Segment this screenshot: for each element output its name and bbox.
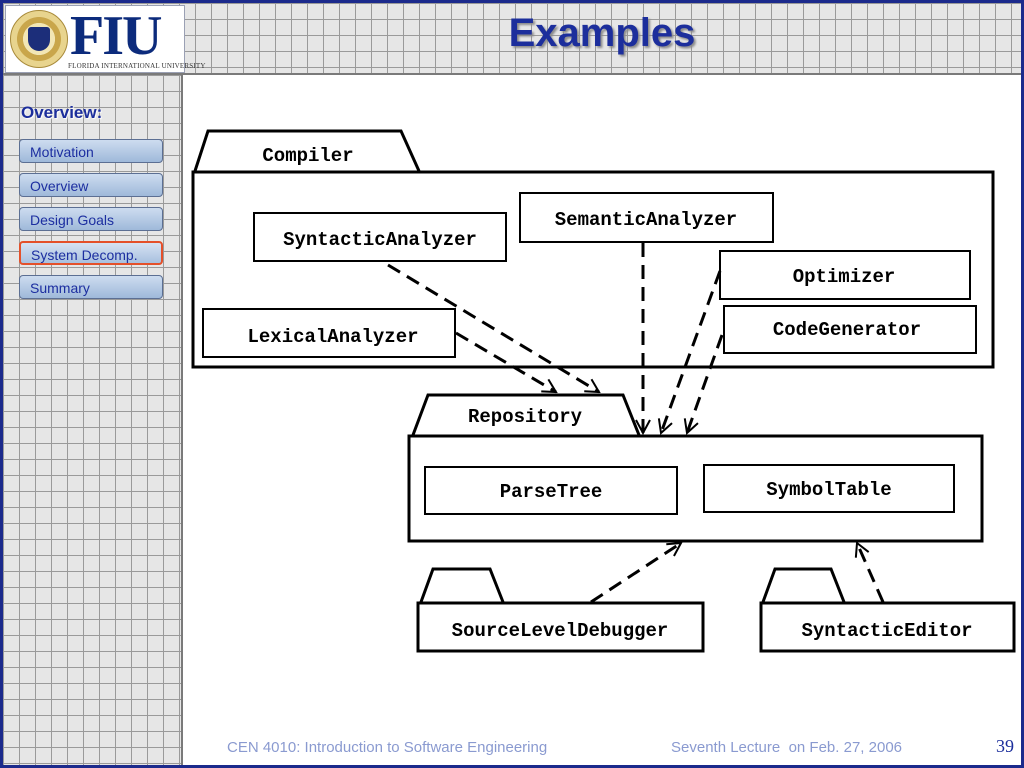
repository-label: Repository xyxy=(468,406,583,428)
parse-tree-class: ParseTree xyxy=(424,466,678,515)
symbol-table-box xyxy=(703,464,955,513)
footer-course: CEN 4010: Introduction to Software Engin… xyxy=(227,739,548,756)
compiler-label: Compiler xyxy=(262,145,353,167)
sidebar-item-design-goals[interactable]: Design Goals xyxy=(19,207,163,231)
lexical-analyzer-class: LexicalAnalyzer xyxy=(202,308,456,358)
optimizer-label: Optimizer xyxy=(793,266,896,288)
slide-title: Examples xyxy=(508,11,696,55)
arrow-debugger-to-repository xyxy=(590,541,681,604)
sidebar-item-system-decomp[interactable]: System Decomp. xyxy=(19,241,163,265)
dependency-arrows xyxy=(387,243,885,604)
lexical-analyzer-label: LexicalAnalyzer xyxy=(247,326,418,348)
footer-lecture: Seventh Lecture on Feb. 27, 2006 xyxy=(671,739,902,756)
optimizer-box xyxy=(719,250,971,300)
syntactic-analyzer-class: SyntacticAnalyzer xyxy=(253,212,507,262)
sidebar-title: Overview: xyxy=(21,103,103,122)
symbol-table-class: SymbolTable xyxy=(703,464,955,513)
code-generator-label: CodeGenerator xyxy=(773,319,921,341)
symbol-table-label: SymbolTable xyxy=(766,479,891,501)
code-generator-box xyxy=(723,305,977,354)
arrow-optimizer-to-repository xyxy=(661,270,722,433)
syntactic-editor-tab xyxy=(761,567,846,603)
page-number: 39 xyxy=(996,736,1014,756)
source-level-debugger-label: SourceLevelDebugger xyxy=(452,620,669,642)
logo-subtitle: FLORIDA INTERNATIONAL UNIVERSITY xyxy=(68,62,206,70)
university-seal-icon xyxy=(10,10,68,68)
syntactic-editor-package: SyntacticEditor xyxy=(759,567,1016,653)
package-diagram: Compiler SyntacticAnalyzer SemanticAnaly… xyxy=(191,129,1016,653)
logo-text: FIU xyxy=(70,5,162,67)
optimizer-class: Optimizer xyxy=(719,250,971,300)
semantic-analyzer-box xyxy=(519,192,774,243)
arrow-syntactic-to-repository xyxy=(387,263,599,394)
syntactic-analyzer-box xyxy=(253,212,507,262)
source-level-debugger-body xyxy=(416,601,705,653)
parse-tree-box xyxy=(424,466,678,515)
sidebar: Overview: Motivation Overview Design Goa… xyxy=(3,75,183,765)
repository-tab xyxy=(411,393,641,436)
arrow-editor-to-repository xyxy=(857,543,885,603)
lexical-analyzer-box xyxy=(202,308,456,358)
fiu-logo: FIU FLORIDA INTERNATIONAL UNIVERSITY xyxy=(5,5,205,73)
sidebar-item-motivation[interactable]: Motivation xyxy=(19,139,163,163)
syntactic-editor-body xyxy=(759,601,1016,653)
semantic-analyzer-class: SemanticAnalyzer xyxy=(519,192,774,243)
slide-header: FIU FLORIDA INTERNATIONAL UNIVERSITY Exa… xyxy=(3,3,1021,75)
parse-tree-label: ParseTree xyxy=(500,481,603,503)
syntactic-analyzer-label: SyntacticAnalyzer xyxy=(283,229,477,251)
syntactic-editor-label: SyntacticEditor xyxy=(801,620,972,642)
code-generator-class: CodeGenerator xyxy=(723,305,977,354)
sidebar-item-summary[interactable]: Summary xyxy=(19,275,163,299)
semantic-analyzer-label: SemanticAnalyzer xyxy=(555,209,737,231)
compiler-tab xyxy=(193,129,421,172)
sidebar-item-overview[interactable]: Overview xyxy=(19,173,163,197)
arrow-codegenerator-to-repository xyxy=(687,334,724,433)
slide-content: Compiler SyntacticAnalyzer SemanticAnaly… xyxy=(183,75,1021,765)
arrow-lexical-to-repository xyxy=(455,331,556,394)
source-level-debugger-package: SourceLevelDebugger xyxy=(416,567,705,653)
source-level-debugger-tab xyxy=(419,567,505,603)
